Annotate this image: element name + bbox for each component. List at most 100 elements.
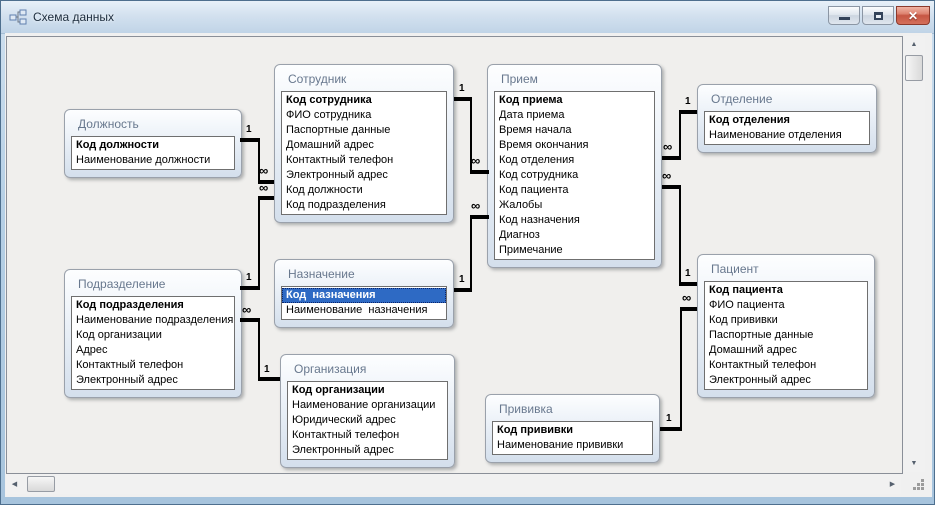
field-row[interactable]: Контактный телефон [709, 359, 817, 371]
relationship-line[interactable] [258, 196, 274, 200]
relationship-line[interactable] [680, 282, 697, 286]
field-row[interactable]: Электронный адрес [286, 169, 388, 181]
field-row[interactable]: Код прививки [709, 314, 778, 326]
relationship-line[interactable] [258, 198, 260, 290]
field-row[interactable]: Электронный адрес [76, 374, 178, 386]
field-row[interactable]: Код пациента [709, 284, 783, 296]
field-row[interactable]: Дата приема [499, 109, 565, 121]
relationship-line[interactable] [660, 427, 682, 431]
scroll-left-button[interactable]: ◀ [6, 474, 23, 494]
minimize-icon [838, 17, 850, 20]
relationship-line[interactable] [240, 138, 260, 142]
relationship-line[interactable] [454, 288, 472, 292]
field-row[interactable]: Наименование прививки [497, 439, 624, 451]
field-row[interactable]: Код назначения [282, 288, 446, 303]
field-row[interactable]: Диагноз [499, 229, 540, 241]
cardinality-label: 1 [459, 274, 465, 285]
scroll-down-button[interactable]: ▼ [903, 455, 925, 472]
relationship-line[interactable] [240, 318, 260, 322]
cardinality-label: ∞ [663, 139, 673, 154]
field-row[interactable]: ФИО пациента [709, 299, 785, 311]
field-row[interactable]: Юридический адрес [292, 414, 396, 426]
field-row[interactable]: Код назначения [499, 214, 580, 226]
field-row[interactable]: Код должности [76, 139, 160, 151]
relationship-line[interactable] [679, 186, 681, 286]
field-row[interactable]: Код организации [76, 329, 162, 341]
field-row[interactable]: Наименование организации [292, 399, 436, 411]
vertical-scrollbar[interactable]: ▲ ▼ [903, 36, 925, 472]
maximize-button[interactable] [862, 6, 894, 25]
relationship-line[interactable] [680, 307, 682, 431]
field-row[interactable]: Код подразделения [76, 299, 184, 311]
field-row[interactable]: Паспортные данные [709, 329, 814, 341]
field-row[interactable]: Код должности [286, 184, 363, 196]
minimize-button[interactable] [828, 6, 860, 25]
scroll-up-icon: ▲ [910, 41, 918, 48]
relationship-line[interactable] [679, 110, 681, 160]
field-row[interactable]: Код отделения [709, 114, 790, 126]
relationship-line[interactable] [258, 138, 260, 182]
field-row[interactable]: Примечание [499, 244, 563, 256]
field-row[interactable]: Код приема [499, 94, 563, 106]
field-row[interactable]: Электронный адрес [292, 444, 394, 456]
field-row[interactable]: Контактный телефон [76, 359, 184, 371]
relationship-line[interactable] [662, 156, 681, 160]
field-row[interactable]: Жалобы [499, 199, 543, 211]
field-row[interactable]: Код организации [292, 384, 385, 396]
resize-grip-icon[interactable] [912, 478, 925, 491]
field-row[interactable]: Адрес [76, 344, 108, 356]
field-row[interactable]: Наименование подразделения [76, 314, 234, 326]
field-row[interactable]: Код сотрудника [286, 94, 372, 106]
field-row[interactable]: Код сотрудника [499, 169, 579, 181]
scroll-up-button[interactable]: ▲ [903, 36, 925, 53]
relationship-line[interactable] [470, 215, 472, 292]
field-row[interactable]: Наименование назначения [286, 304, 428, 316]
relationship-line[interactable] [240, 286, 260, 290]
relationship-line[interactable] [680, 307, 697, 311]
field-row[interactable]: Электронный адрес [709, 374, 811, 386]
field-row[interactable]: Наименование должности [76, 154, 211, 166]
field-row[interactable]: Домашний адрес [709, 344, 797, 356]
field-row[interactable]: Контактный телефон [286, 154, 394, 166]
relationship-line[interactable] [258, 180, 274, 184]
field-row[interactable]: Код подразделения [286, 199, 386, 211]
field-row[interactable]: Контактный телефон [292, 429, 400, 441]
relationship-line[interactable] [680, 110, 697, 114]
field-row[interactable]: Код отделения [499, 154, 575, 166]
horizontal-scrollbar[interactable]: ◀ ▶ [6, 474, 901, 494]
field-row[interactable]: ФИО сотрудника [286, 109, 372, 121]
field-row[interactable]: Наименование отделения [709, 129, 842, 141]
title-bar[interactable]: Схема данных ✕ [1, 1, 934, 34]
cardinality-label: ∞ [259, 163, 269, 178]
field-row[interactable]: Время начала [499, 124, 572, 136]
cardinality-label: 1 [264, 364, 270, 375]
field-row[interactable]: Время окончания [499, 139, 589, 151]
field-row[interactable]: Код прививки [497, 424, 574, 436]
field-row[interactable]: Домашний адрес [286, 139, 374, 151]
horizontal-scroll-thumb[interactable] [27, 476, 55, 492]
scroll-right-button[interactable]: ▶ [884, 474, 901, 494]
relationship-line[interactable] [454, 97, 472, 101]
field-row[interactable]: Паспортные данные [286, 124, 391, 136]
vertical-scroll-thumb[interactable] [905, 55, 923, 81]
relationship-line[interactable] [470, 97, 472, 174]
field-row[interactable]: Код пациента [499, 184, 569, 196]
relationship-line[interactable] [662, 185, 681, 189]
relationship-line[interactable] [258, 377, 280, 381]
relationship-line[interactable] [470, 170, 489, 174]
relationship-line[interactable] [470, 215, 489, 219]
relationship-line[interactable] [258, 318, 260, 380]
close-button[interactable]: ✕ [896, 6, 930, 25]
